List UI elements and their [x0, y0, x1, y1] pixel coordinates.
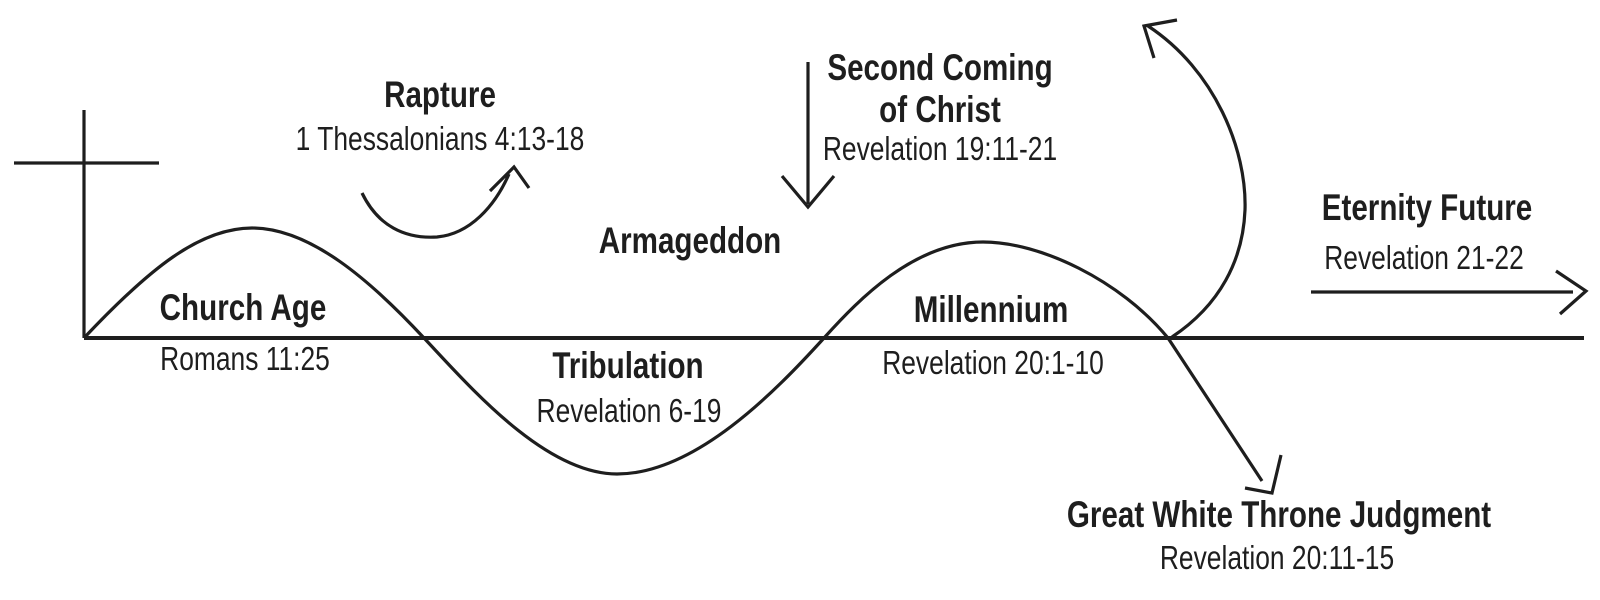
church-age-title: Church Age [159, 287, 327, 328]
eternity-up-curved-arrow-icon [1141, 18, 1247, 339]
rapture-reference: 1 Thessalonians 4:13-18 [295, 120, 585, 157]
eternity-future-reference: Revelation 21-22 [1324, 239, 1524, 276]
judgment-down-arrowhead-icon [1244, 454, 1283, 495]
cross-icon [14, 110, 159, 338]
tribulation-reference: Revelation 6-19 [536, 392, 722, 429]
second-coming-down-arrow-icon [780, 62, 836, 210]
millennium-title: Millennium [913, 289, 1069, 330]
tribulation-title: Tribulation [552, 345, 704, 386]
eternity-forward-arrow-icon [1311, 269, 1589, 316]
history-wave-curve [82, 226, 1264, 482]
eternity-future-title: Eternity Future [1321, 187, 1533, 228]
rapture-title: Rapture [384, 74, 496, 115]
church-age-reference: Romans 11:25 [160, 340, 330, 377]
millennium-reference: Revelation 20:1-10 [882, 344, 1104, 381]
second-coming-reference: Revelation 19:11-21 [822, 130, 1058, 167]
great-white-throne-judgment-title: Great White Throne Judgment [1066, 494, 1492, 535]
second-coming-title-line1: Second Coming [827, 47, 1053, 88]
armageddon-title: Armageddon [598, 220, 782, 261]
great-white-throne-judgment-reference: Revelation 20:11-15 [1159, 539, 1395, 576]
rapture-up-arrow-icon [360, 164, 531, 239]
second-coming-title-line2: of Christ [879, 89, 1001, 130]
